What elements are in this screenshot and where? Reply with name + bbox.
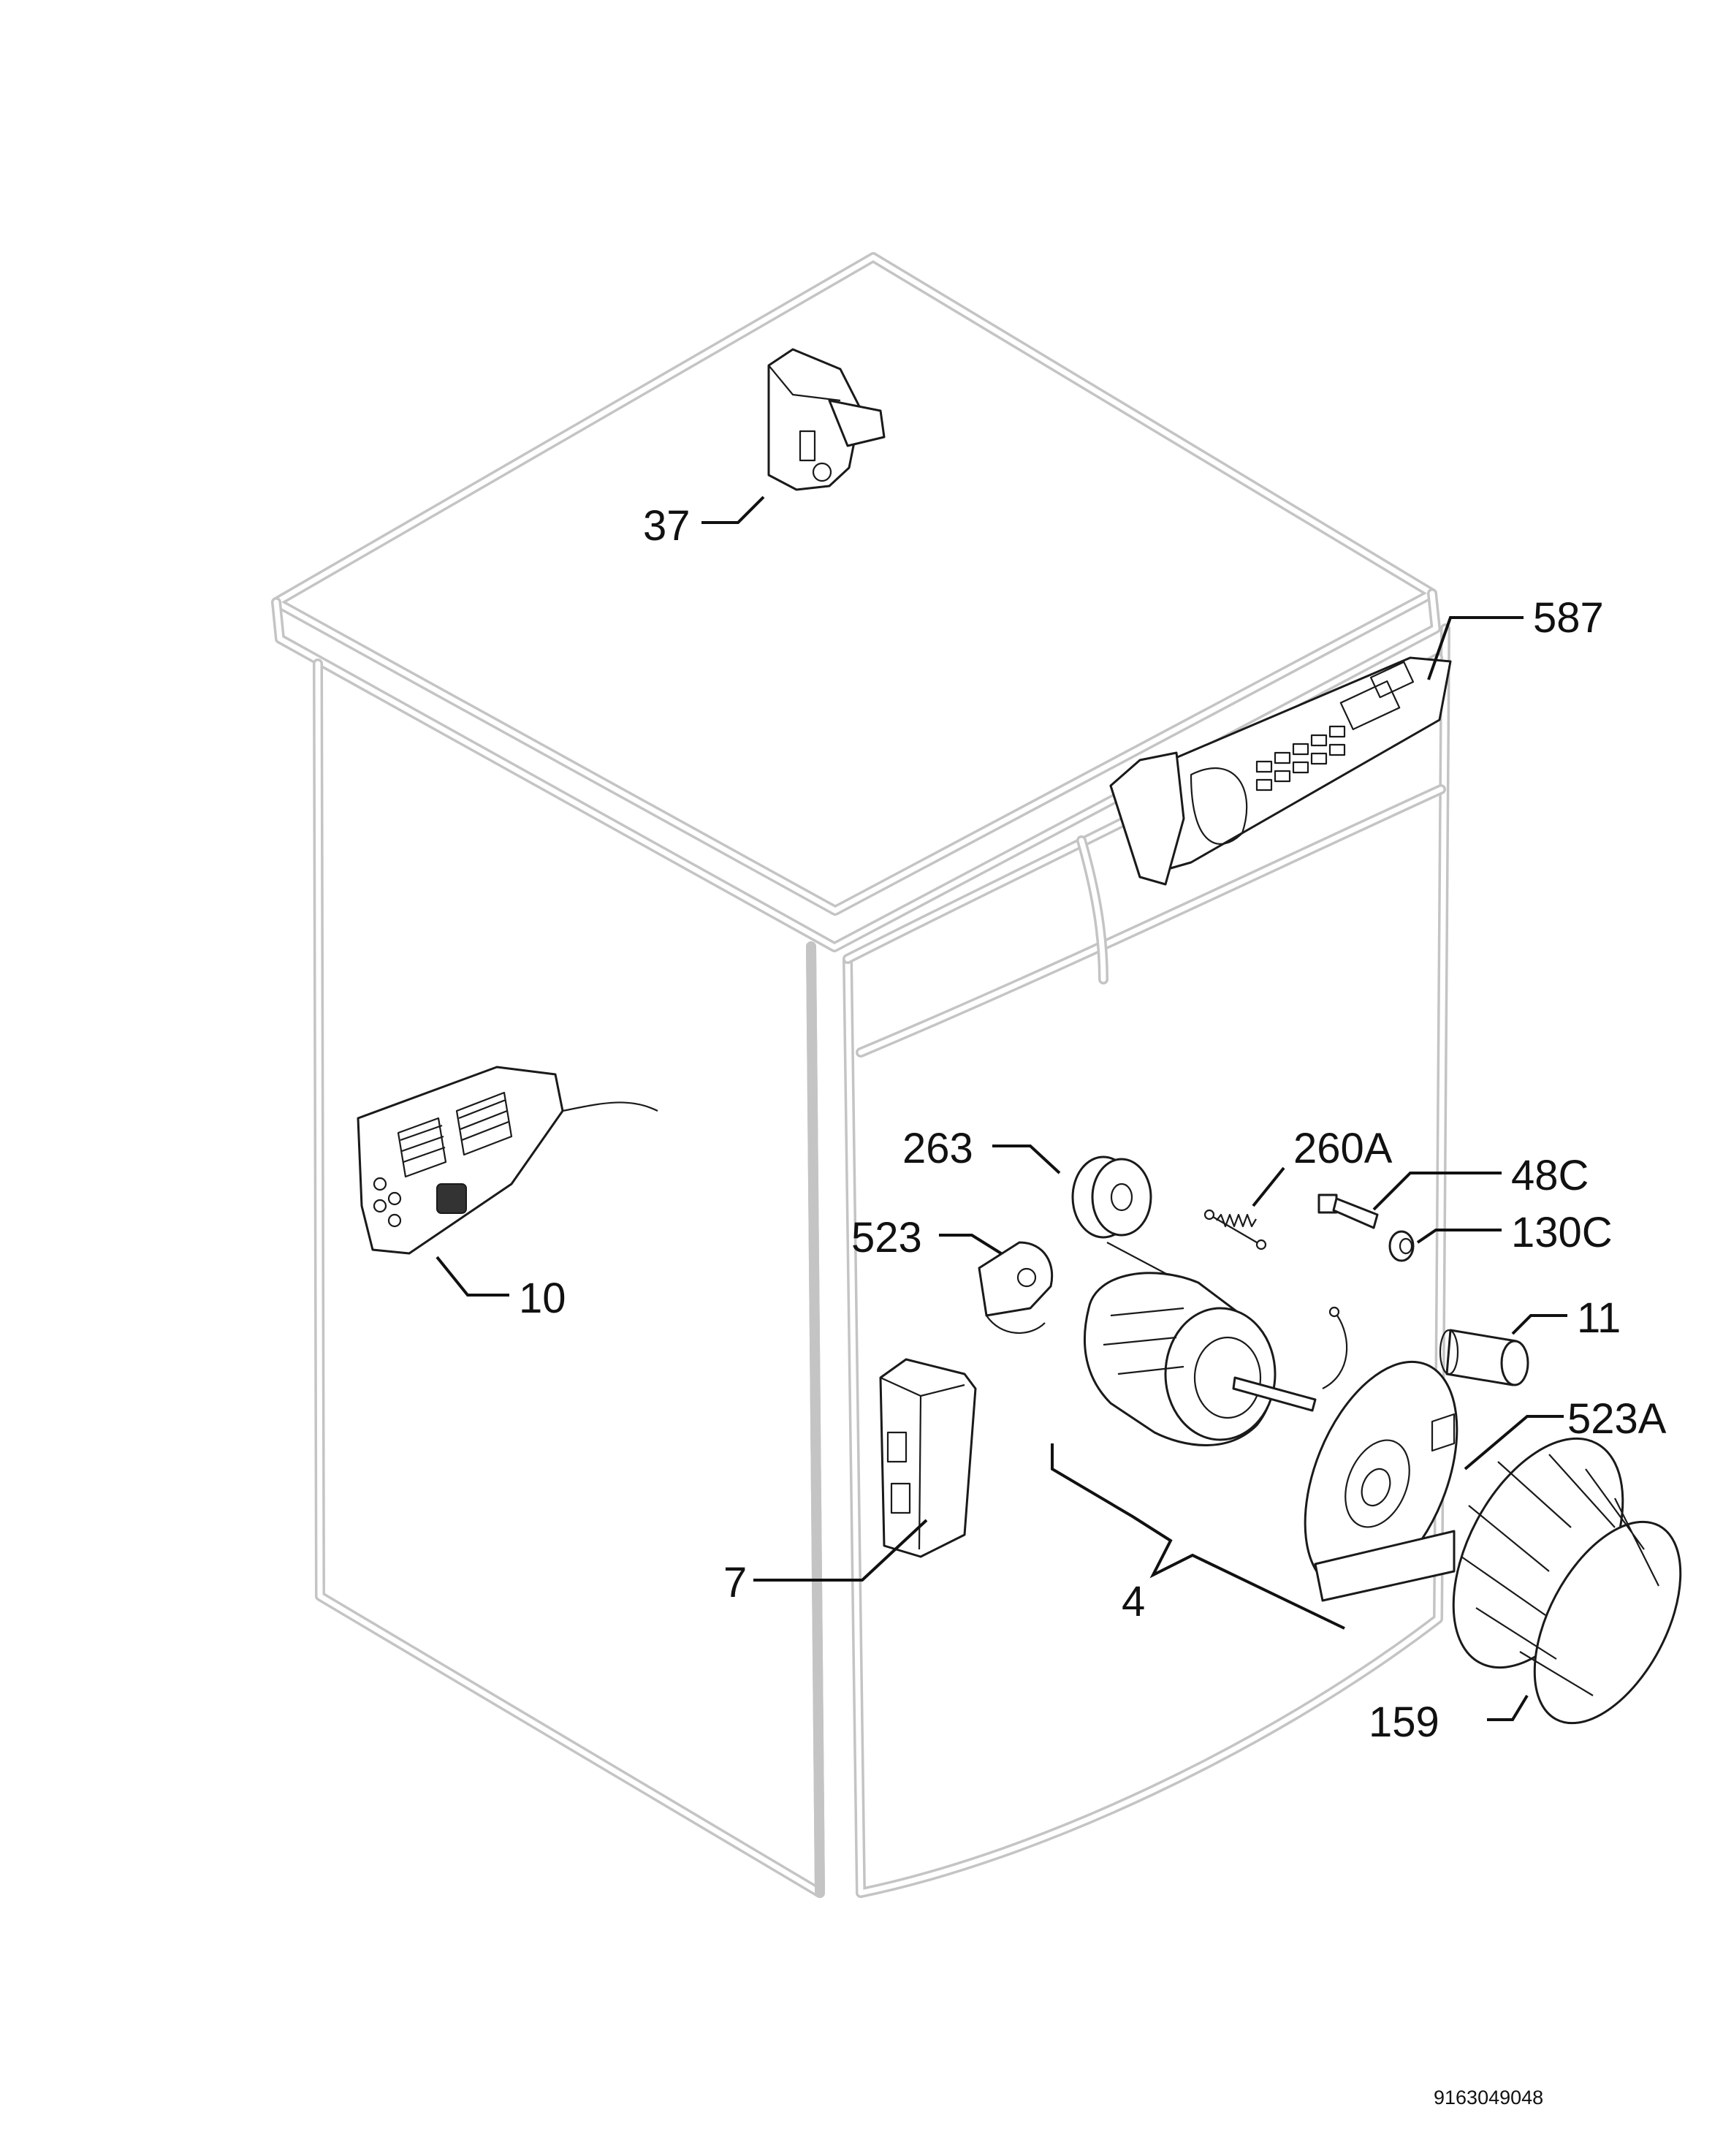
callout-523a: 523A <box>1567 1395 1667 1443</box>
part-523a-fan-housing <box>1304 1360 1458 1602</box>
part-260a-spring <box>1203 1209 1267 1250</box>
part-37-lid-switch <box>767 348 886 491</box>
cabinet-outline <box>271 252 1450 1898</box>
diagram-code: 9163049048 <box>1434 2087 1544 2108</box>
callout-10: 10 <box>519 1275 566 1322</box>
callout-260a: 260A <box>1293 1125 1393 1172</box>
part-48c-pin <box>1317 1193 1379 1229</box>
callout-4: 4 <box>1122 1578 1146 1625</box>
callout-523: 523 <box>851 1214 922 1261</box>
callout-37: 37 <box>643 502 691 550</box>
part-7-door-lock <box>879 1358 977 1558</box>
callout-263: 263 <box>902 1125 973 1172</box>
part-263-pulley <box>1071 1155 1152 1239</box>
part-11-capacitor <box>1439 1329 1529 1386</box>
part-10-heater <box>357 1066 658 1255</box>
part-159-fan-wheel <box>1452 1437 1682 1725</box>
part-4-motor <box>1083 1242 1348 1446</box>
part-130c-bushing <box>1388 1230 1415 1262</box>
callout-11: 11 <box>1577 1294 1621 1342</box>
part-523-bracket <box>978 1241 1054 1335</box>
callout-7: 7 <box>723 1559 748 1606</box>
part-587-control-board <box>1109 656 1452 886</box>
callout-48c: 48C <box>1511 1152 1589 1199</box>
callout-159: 159 <box>1369 1698 1439 1746</box>
callout-587: 587 <box>1533 594 1604 642</box>
leader-lines <box>435 496 1567 1721</box>
callout-130c: 130C <box>1511 1209 1613 1256</box>
